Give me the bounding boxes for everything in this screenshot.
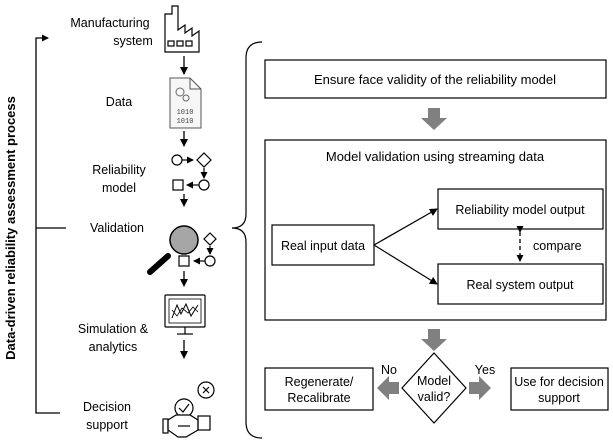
face-validity-text: Ensure face validity of the reliability … (314, 72, 556, 87)
use-decision-text-2: support (538, 391, 580, 405)
use-decision-text-1: Use for decision (514, 375, 604, 389)
real-input-box (271, 224, 375, 266)
step-data-label: Data (106, 95, 132, 109)
model-valid-diamond (401, 352, 467, 424)
step-simulation-label-2: analytics (89, 340, 138, 354)
streaming-title: Model validation using streaming data (326, 149, 545, 164)
compare-label: compare (533, 239, 582, 253)
gray-down-arrow-1 (421, 108, 447, 130)
monitor-chart-icon (164, 294, 206, 335)
regenerate-box (264, 367, 374, 411)
gray-down-arrow-2 (421, 329, 447, 351)
model-output-text: Reliability model output (455, 203, 585, 217)
step-reliability-label-1: Reliability (92, 163, 146, 177)
handshake-decision-icon (162, 381, 215, 438)
feedback-bracket (35, 34, 60, 414)
no-label: No (381, 363, 397, 377)
step-manufacturing-label-1: Manufacturing (70, 16, 149, 30)
regenerate-text-2: Recalibrate (287, 391, 350, 405)
real-input-text: Real input data (281, 239, 365, 253)
step-simulation-label-1: Simulation & (78, 322, 149, 336)
regenerate-text-1: Regenerate/ (285, 375, 354, 389)
arrow-input-to-model (373, 208, 438, 246)
system-output-box (437, 263, 604, 305)
svg-text:1010: 1010 (177, 109, 194, 117)
step-manufacturing-label-2: system (113, 34, 153, 48)
gray-left-arrow (377, 376, 399, 400)
curly-brace (231, 41, 263, 439)
gray-right-arrow (469, 376, 491, 400)
face-validity-box (264, 59, 607, 99)
model-output-box (437, 188, 604, 230)
data-file-icon: 1010 1010 (169, 77, 202, 129)
use-decision-box (510, 367, 609, 411)
step-decision-label-1: Decision (83, 400, 131, 414)
magnifier-model-icon (147, 225, 217, 275)
svg-text:1010: 1010 (177, 118, 194, 126)
factory-icon (164, 5, 200, 53)
step-validation-label: Validation (90, 221, 144, 235)
arrow-input-to-system (373, 244, 438, 285)
decision-text-2: valid? (418, 390, 451, 404)
system-output-text: Real system output (467, 278, 575, 292)
flow-model-icon (171, 152, 212, 191)
process-vertical-label: Data-driven reliability assessment proce… (3, 96, 18, 360)
yes-label: Yes (475, 363, 495, 377)
decision-text-1: Model (417, 374, 451, 388)
step-decision-label-2: support (86, 418, 128, 432)
step-reliability-label-2: model (102, 181, 136, 195)
